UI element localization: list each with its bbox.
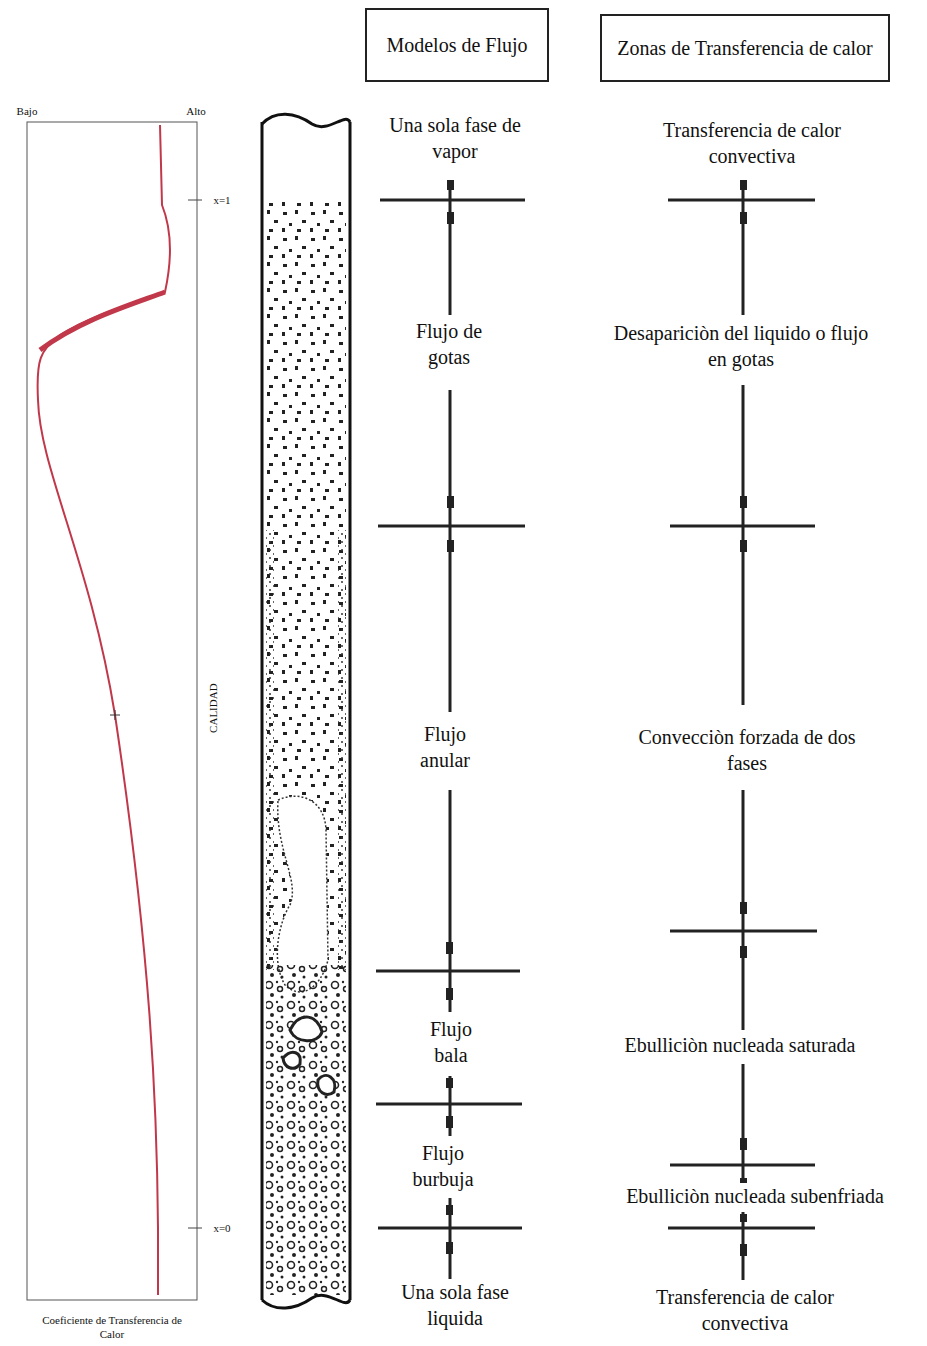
header-text: Modelos de Flujo: [386, 32, 527, 58]
flow-pattern: Flujo burbuja: [396, 1140, 491, 1192]
heat-zone: Transferencia de calor convectiva: [620, 1284, 870, 1336]
heat-zone: Convecciòn forzada de dos fases: [637, 724, 857, 776]
axis-label: Bajo: [7, 104, 47, 118]
axis-label: Alto: [176, 104, 216, 118]
axis-caption: Coeficiente de Transferencia de Calor: [37, 1313, 187, 1342]
quality-tick: x=1: [205, 193, 239, 207]
header-box: Modelos de Flujo: [365, 8, 549, 82]
quality-tick: x=0: [205, 1221, 239, 1235]
flow-pattern: Una sola fase liquida: [395, 1279, 515, 1331]
header-box: Zonas de Transferencia de calor: [600, 14, 890, 82]
header-text: Zonas de Transferencia de calor: [617, 35, 872, 61]
flow-pattern: Flujo de gotas: [399, 318, 499, 370]
heat-zone: Ebulliciòn nucleada saturada: [580, 1032, 900, 1058]
heat-zone: Desapariciòn del liquido o flujo en gota…: [606, 320, 876, 372]
heat-zone: Transferencia de calor convectiva: [627, 117, 877, 169]
axis-title: CALIDAD: [206, 683, 220, 733]
flow-pattern: Flujo bala: [416, 1016, 486, 1068]
flow-pattern: Flujo anular: [405, 721, 485, 773]
flow-pattern: Una sola fase de vapor: [380, 112, 530, 164]
heat-zone: Ebulliciòn nucleada subenfriada: [585, 1183, 925, 1209]
